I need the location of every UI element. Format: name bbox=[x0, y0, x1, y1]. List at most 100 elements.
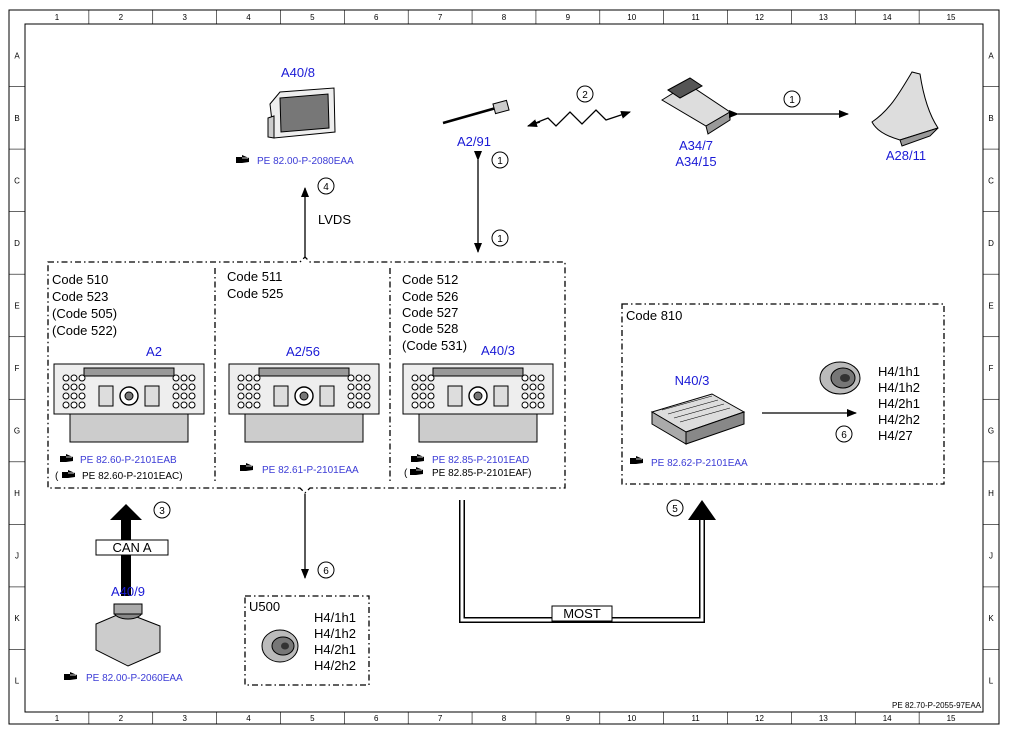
grid-row-label: D bbox=[988, 239, 994, 248]
document-reference: PE 82.70-P-2055-97EAA bbox=[892, 701, 982, 710]
grid-row-label: D bbox=[14, 239, 20, 248]
phone-cradle-icon bbox=[661, 77, 731, 135]
display-icon bbox=[267, 87, 336, 139]
n40-3-ref[interactable]: PE 82.62-P-2101EAA bbox=[651, 458, 748, 469]
connection-5-number: 5 bbox=[672, 504, 678, 515]
can-label-box bbox=[95, 539, 169, 556]
grid-column-label: 14 bbox=[883, 714, 892, 723]
grid-column-label: 8 bbox=[502, 714, 507, 723]
u500-group-frame bbox=[244, 595, 370, 686]
head-unit-icon bbox=[53, 363, 205, 443]
grid-column-label: 2 bbox=[119, 714, 124, 723]
a2-ref-1[interactable]: PE 82.60-P-2101EAB bbox=[80, 455, 177, 466]
grid-column-label: 1 bbox=[55, 714, 60, 723]
grid-row-label: A bbox=[14, 51, 20, 60]
a40-3-ref-1[interactable]: PE 82.85-P-2101EAD bbox=[432, 455, 529, 466]
code-line: Code 810 bbox=[626, 308, 682, 323]
a40-8-ref[interactable]: PE 82.00-P-2080EAA bbox=[257, 156, 354, 167]
grid-column-label: 7 bbox=[438, 714, 443, 723]
grid-column-label: 9 bbox=[566, 714, 571, 723]
grid-row-label: K bbox=[14, 614, 20, 623]
a2-label: A2 bbox=[146, 344, 162, 359]
grid-row-label: K bbox=[988, 614, 994, 623]
head-unit-group-frame bbox=[47, 256, 566, 494]
connection-2-number: 2 bbox=[582, 90, 588, 101]
connection-6-number-b: 6 bbox=[323, 566, 329, 577]
grid-row-label: L bbox=[15, 677, 20, 686]
connection-3-number: 3 bbox=[159, 506, 165, 517]
a2-56-ref[interactable]: PE 82.61-P-2101EAA bbox=[262, 465, 359, 476]
a40-3-ref-2[interactable]: PE 82.85-P-2101EAF) bbox=[432, 468, 532, 479]
a34-15-label: A34/15 bbox=[675, 154, 716, 169]
most-label-box bbox=[551, 605, 613, 622]
code-line: Code 510 bbox=[52, 272, 108, 287]
grid-row-label: F bbox=[15, 364, 20, 373]
grid-column-label: 4 bbox=[246, 13, 251, 22]
grid-column-label: 5 bbox=[310, 714, 315, 723]
speaker-code: H4/2h2 bbox=[878, 412, 920, 427]
grid-row-label: A bbox=[988, 51, 994, 60]
antenna-rod-icon bbox=[442, 99, 510, 125]
grid-row-label: C bbox=[14, 176, 20, 185]
pointing-hand-icon bbox=[235, 154, 250, 164]
grid-row-label: B bbox=[14, 114, 19, 123]
grid-column-label: 10 bbox=[627, 714, 636, 723]
pointing-hand-icon bbox=[239, 462, 254, 472]
grid-row-label: L bbox=[989, 677, 994, 686]
can-label: CAN A bbox=[112, 540, 151, 555]
inner-frame bbox=[24, 23, 984, 713]
a40-9-ref[interactable]: PE 82.00-P-2060EAA bbox=[86, 673, 183, 684]
grid-column-label: 15 bbox=[947, 13, 956, 22]
grid-row-label: G bbox=[988, 427, 994, 436]
grid-row-label: G bbox=[14, 427, 20, 436]
code-line: Code 527 bbox=[402, 305, 458, 320]
head-unit-icon bbox=[402, 363, 554, 443]
speaker-code: H4/1h1 bbox=[878, 364, 920, 379]
grid-row-label: J bbox=[15, 552, 19, 561]
wireless-link bbox=[527, 109, 631, 127]
speaker-icon bbox=[261, 629, 299, 663]
grid-column-label: 14 bbox=[883, 13, 892, 22]
code-line: Code 525 bbox=[227, 286, 283, 301]
speaker-icon bbox=[819, 361, 861, 395]
grid-column-label: 10 bbox=[627, 13, 636, 22]
a28-11-label: A28/11 bbox=[886, 148, 926, 163]
most-label: MOST bbox=[563, 606, 601, 621]
grid-column-label: 2 bbox=[119, 13, 124, 22]
speaker-code: H4/1h2 bbox=[878, 380, 920, 395]
grid-row-label: F bbox=[989, 364, 994, 373]
u500-speaker-list: H4/1h1 H4/1h2 H4/2h1 H4/2h2 bbox=[314, 610, 356, 673]
pointing-hand-icon bbox=[410, 453, 425, 463]
grid-ruler: 1122334455667788991010111112121313141415… bbox=[9, 10, 999, 724]
grid-column-label: 12 bbox=[755, 13, 764, 22]
connection-6-number: 6 bbox=[841, 430, 847, 441]
speaker-code: H4/27 bbox=[878, 428, 913, 443]
code-line: (Code 505) bbox=[52, 306, 117, 321]
paren-open: ( bbox=[404, 468, 408, 479]
a2-ref-2[interactable]: PE 82.60-P-2101EAC) bbox=[82, 471, 183, 482]
amplifier-icon bbox=[650, 393, 746, 445]
code-line: Code 511 bbox=[227, 269, 282, 284]
lvds-label: LVDS bbox=[318, 212, 351, 227]
grid-column-label: 6 bbox=[374, 714, 379, 723]
grid-row-label: B bbox=[988, 114, 993, 123]
grid-row-label: E bbox=[14, 301, 19, 310]
grid-column-label: 13 bbox=[819, 714, 828, 723]
pointing-hand-icon bbox=[61, 469, 76, 479]
shark-fin-antenna-icon bbox=[871, 71, 939, 147]
most-bus-loop bbox=[459, 500, 716, 623]
grid-column-label: 12 bbox=[755, 714, 764, 723]
connection-1-number-b: 1 bbox=[497, 156, 503, 167]
grid-column-label: 7 bbox=[438, 13, 443, 22]
grid-row-label: H bbox=[988, 489, 994, 498]
speaker-code: H4/1h1 bbox=[314, 610, 356, 625]
code-line: (Code 522) bbox=[52, 323, 117, 338]
n40-3-label: N40/3 bbox=[675, 373, 710, 388]
n40-3-speaker-list: H4/1h1 H4/1h2 H4/2h1 H4/2h2 H4/27 bbox=[878, 364, 920, 443]
grid-column-label: 4 bbox=[246, 714, 251, 723]
a40-9-label: A40/9 bbox=[111, 584, 145, 599]
paren-open: ( bbox=[55, 471, 59, 482]
connection-1-number: 1 bbox=[789, 95, 795, 106]
code-line: Code 526 bbox=[402, 289, 458, 304]
